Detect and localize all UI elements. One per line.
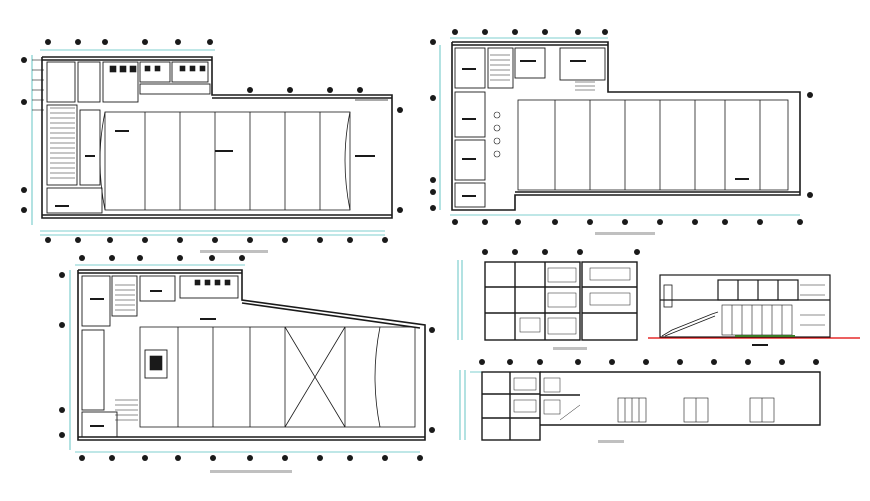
axis-bubbles <box>482 249 640 255</box>
hall-bays <box>99 99 388 211</box>
longitudinal-section <box>459 359 821 443</box>
axis-bubbles <box>479 359 819 365</box>
dimension-lines <box>69 264 420 453</box>
axis-bubbles <box>21 39 403 243</box>
service-rooms <box>81 275 239 438</box>
service-rooms <box>46 61 211 214</box>
ground-floor-plan <box>21 39 403 253</box>
building-outline <box>77 269 426 441</box>
dimension-lines <box>457 260 463 340</box>
planter-steps-icon <box>661 284 719 337</box>
building-outline <box>41 56 393 219</box>
staircase-icon <box>32 59 75 179</box>
drawing-caption-bar <box>752 344 768 346</box>
section-frame <box>484 261 638 341</box>
drawing-caption-bar <box>553 347 587 350</box>
first-floor-plan <box>59 255 435 473</box>
cross-section <box>457 249 640 350</box>
door-swing-icon <box>617 397 775 423</box>
section-hatching <box>513 377 581 421</box>
room-labels <box>90 290 216 427</box>
room-labels <box>462 60 749 197</box>
service-rooms <box>454 47 606 208</box>
staircase-icon <box>490 54 595 91</box>
drawing-caption-bar <box>595 232 655 235</box>
section-hatching <box>519 267 631 335</box>
front-elevation <box>648 274 860 346</box>
dimension-lines <box>439 37 800 216</box>
drawing-caption-bar <box>598 440 624 443</box>
section-frame <box>481 371 821 441</box>
void-cross <box>284 326 346 428</box>
axis-bubbles <box>430 29 813 225</box>
staircase-icon <box>115 284 138 421</box>
building-outline <box>451 41 801 211</box>
drawing-caption-bar <box>200 250 268 253</box>
door-swing-icon <box>493 111 501 158</box>
hall-bays <box>139 326 416 428</box>
upper-floor-plan <box>430 29 813 235</box>
toilet-block-icon <box>149 279 231 371</box>
room-labels <box>55 130 375 207</box>
hall-bays <box>517 99 789 191</box>
toilet-block-icon <box>109 65 206 73</box>
elevation-glazing-icon <box>721 284 825 336</box>
axis-bubbles <box>59 255 435 461</box>
drawing-caption-bar <box>210 470 292 473</box>
dimension-lines <box>31 49 385 236</box>
